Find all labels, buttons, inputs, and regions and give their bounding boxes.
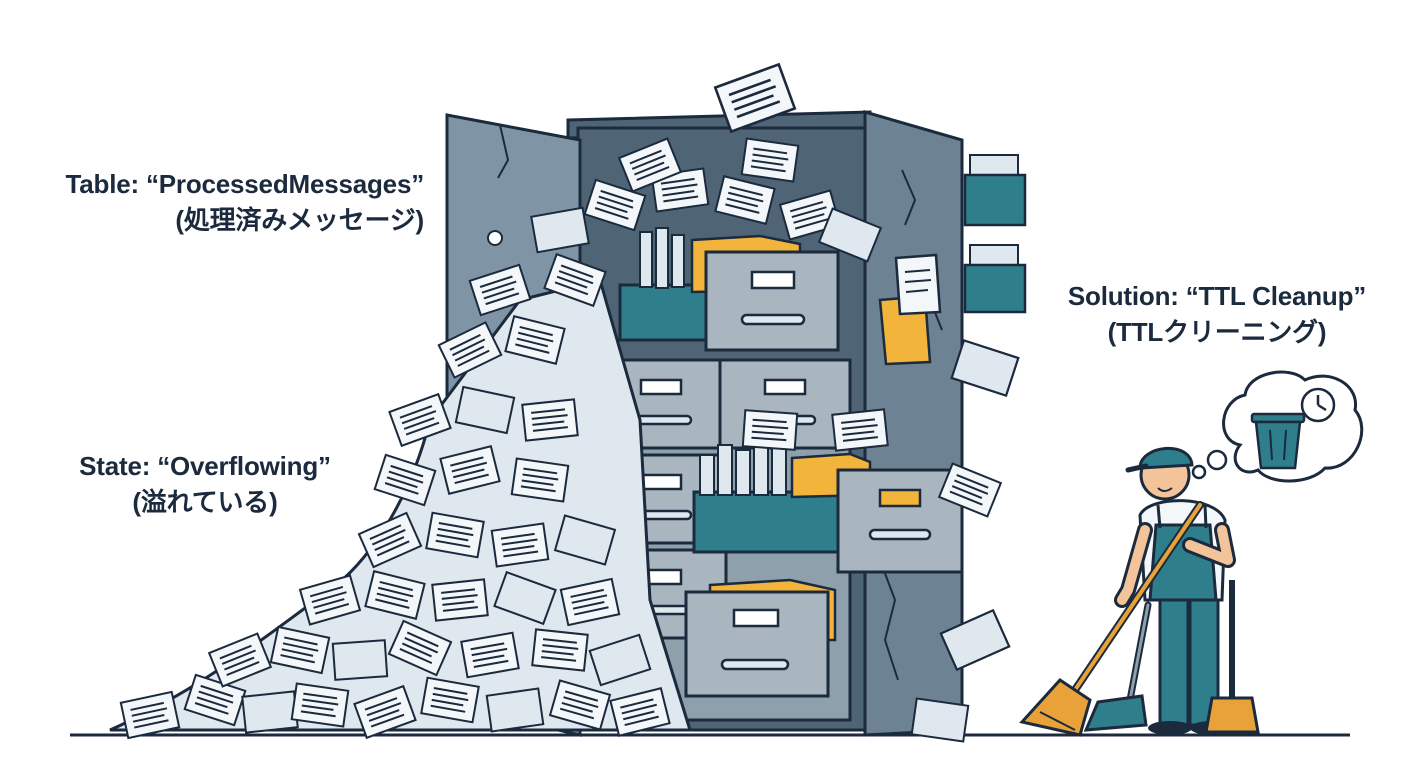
paper-pile [109, 137, 1002, 740]
table-label-japanese: (処理済みメッセージ) [175, 205, 424, 235]
open-drawer-top [618, 227, 840, 352]
open-drawer-middle [692, 441, 964, 574]
drawer-front-open-middle [836, 468, 964, 574]
state-label-japanese: (溢れている) [132, 487, 278, 517]
table-label: Table: “ProcessedMessages” (処理済みメッセージ) [24, 166, 425, 238]
side-folders [963, 154, 1027, 314]
drawer-front-open-top [704, 250, 840, 352]
trash-can-icon [1250, 412, 1306, 470]
solution-label: Solution: “TTL Cleanup” (TTLクリーニング) [1052, 278, 1382, 350]
broom-icon [1019, 501, 1204, 737]
state-label: State: “Overflowing” (溢れている) [64, 448, 346, 520]
clock-icon [1300, 387, 1336, 423]
standing-broom-icon [1204, 580, 1260, 734]
solution-label-japanese: (TTLクリーニング) [1107, 317, 1327, 347]
state-label-name: State: “Overflowing” [79, 451, 331, 481]
table-label-name: Table: “ProcessedMessages” [65, 169, 425, 199]
sticky-notes [878, 253, 942, 366]
drawer-front-open-bottom [684, 590, 830, 698]
solution-label-name: Solution: “TTL Cleanup” [1067, 281, 1367, 311]
open-drawer-bottom [684, 578, 837, 698]
dustpan-icon [1083, 601, 1152, 732]
